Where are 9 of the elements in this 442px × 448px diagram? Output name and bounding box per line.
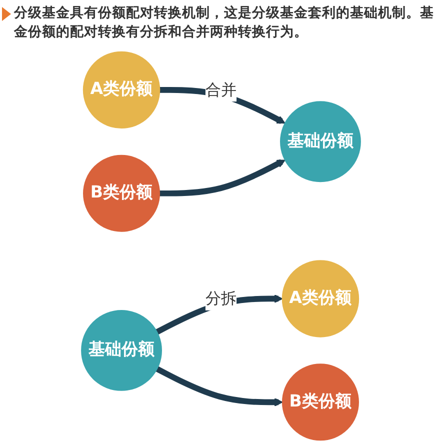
- circle-node: A类份额: [82, 51, 160, 129]
- arrow: [160, 159, 286, 196]
- circle-node: 基础份额: [280, 101, 361, 182]
- arrow: [156, 366, 283, 406]
- circle-node: 基础份额: [81, 310, 162, 391]
- circle-node: B类份额: [83, 154, 160, 232]
- circle-node: A类份额: [282, 260, 360, 338]
- circle-node: B类份额: [282, 364, 359, 441]
- title-text: 分级基金具有份额配对转换机制，这是分级基金套利的基础机制。基金份额的配对转换有分拆和合并两种转换行为。: [14, 4, 435, 42]
